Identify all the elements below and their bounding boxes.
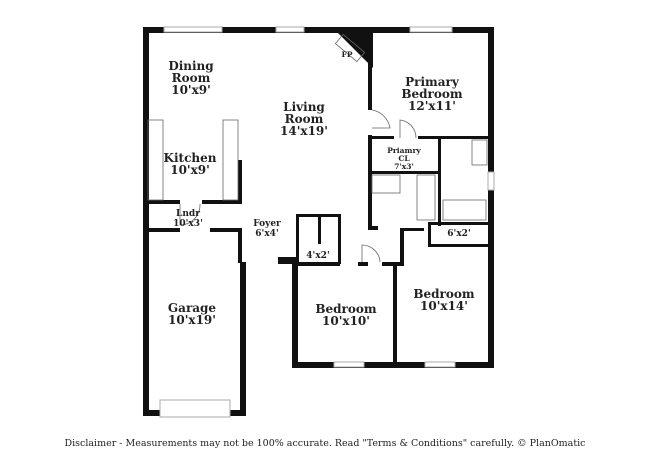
garage-name: Garage xyxy=(168,301,217,315)
living-room-name-2: Room xyxy=(285,112,324,126)
primary-closet-dims: 7'x3' xyxy=(394,162,414,171)
closet-6x2-dims: 6'x2' xyxy=(447,229,470,239)
primary-closet-name-2: CL xyxy=(398,154,410,163)
living-room-name-1: Living xyxy=(283,100,325,114)
hall-closet-dims: 4'x2' xyxy=(306,251,329,261)
bedroom2-dims: 10'x10' xyxy=(322,314,370,328)
laundry-name: Lndr xyxy=(176,209,200,219)
primary-bedroom-dims: 12'x11' xyxy=(408,99,456,113)
primary-bedroom-name-1: Primary xyxy=(405,75,460,89)
living-room-dims: 14'x19' xyxy=(280,124,328,138)
kitchen-dims: 10'x9' xyxy=(170,163,210,177)
dining-room-name-2: Room xyxy=(172,71,211,85)
bedroom3-name: Bedroom xyxy=(413,287,474,301)
kitchen-name: Kitchen xyxy=(164,151,217,165)
laundry-dims: 10'x3' xyxy=(173,219,203,229)
bedroom2-name: Bedroom xyxy=(315,302,376,316)
fireplace-label: FP xyxy=(342,50,353,59)
walls xyxy=(143,27,494,416)
dining-room-dims: 10'x9' xyxy=(171,83,211,97)
primary-bedroom-name-2: Bedroom xyxy=(401,87,462,101)
dining-room-name-1: Dining xyxy=(168,59,214,73)
foyer-name: Foyer xyxy=(253,219,281,229)
bedroom3-dims: 10'x14' xyxy=(420,299,468,313)
disclaimer-text: Disclaimer - Measurements may not be 100… xyxy=(64,438,586,449)
windows xyxy=(159,26,495,418)
fixtures xyxy=(147,109,488,263)
garage-door xyxy=(159,399,231,418)
primary-closet-name-1: Priamry xyxy=(387,146,421,155)
garage-dims: 10'x19' xyxy=(168,313,216,327)
foyer-dims: 6'x4' xyxy=(255,229,278,239)
